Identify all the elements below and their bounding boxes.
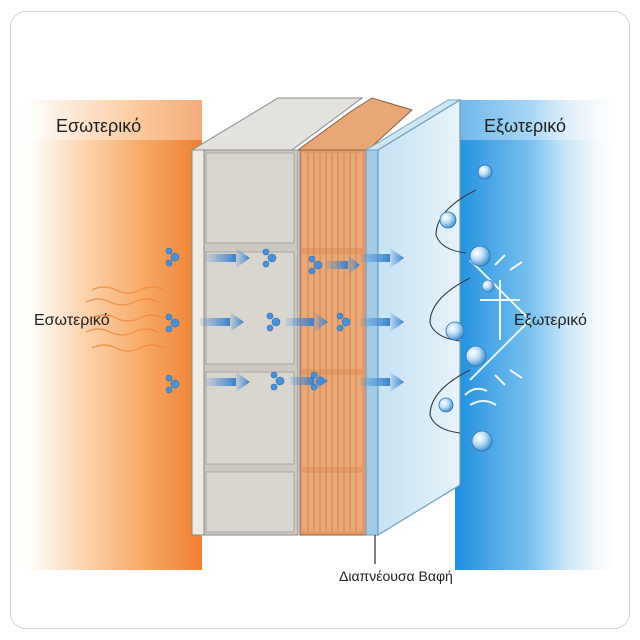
interior-warm-zone (12, 100, 202, 570)
frost-pattern (464, 254, 531, 406)
warm-air-wisps (85, 286, 165, 352)
brick-layer (299, 149, 367, 536)
interior-top-label: Εσωτερικό (56, 116, 142, 136)
exterior-air-curves (429, 189, 477, 434)
interior-side-label: Εσωτερικό (34, 312, 110, 329)
exterior-top-label: Εξωτερικό (484, 116, 567, 136)
vapour-molecules (165, 247, 351, 394)
breathable-paint-label: Διαπνέουσα Βαφή (339, 568, 453, 584)
exterior-side-label: Εξωτερικό (514, 312, 587, 329)
concrete-block-layer (203, 149, 299, 536)
vapour-flow-arrows (200, 248, 404, 392)
breathable-paint-layer (365, 149, 379, 536)
water-droplets (438, 164, 495, 452)
interior-plaster (191, 149, 205, 536)
